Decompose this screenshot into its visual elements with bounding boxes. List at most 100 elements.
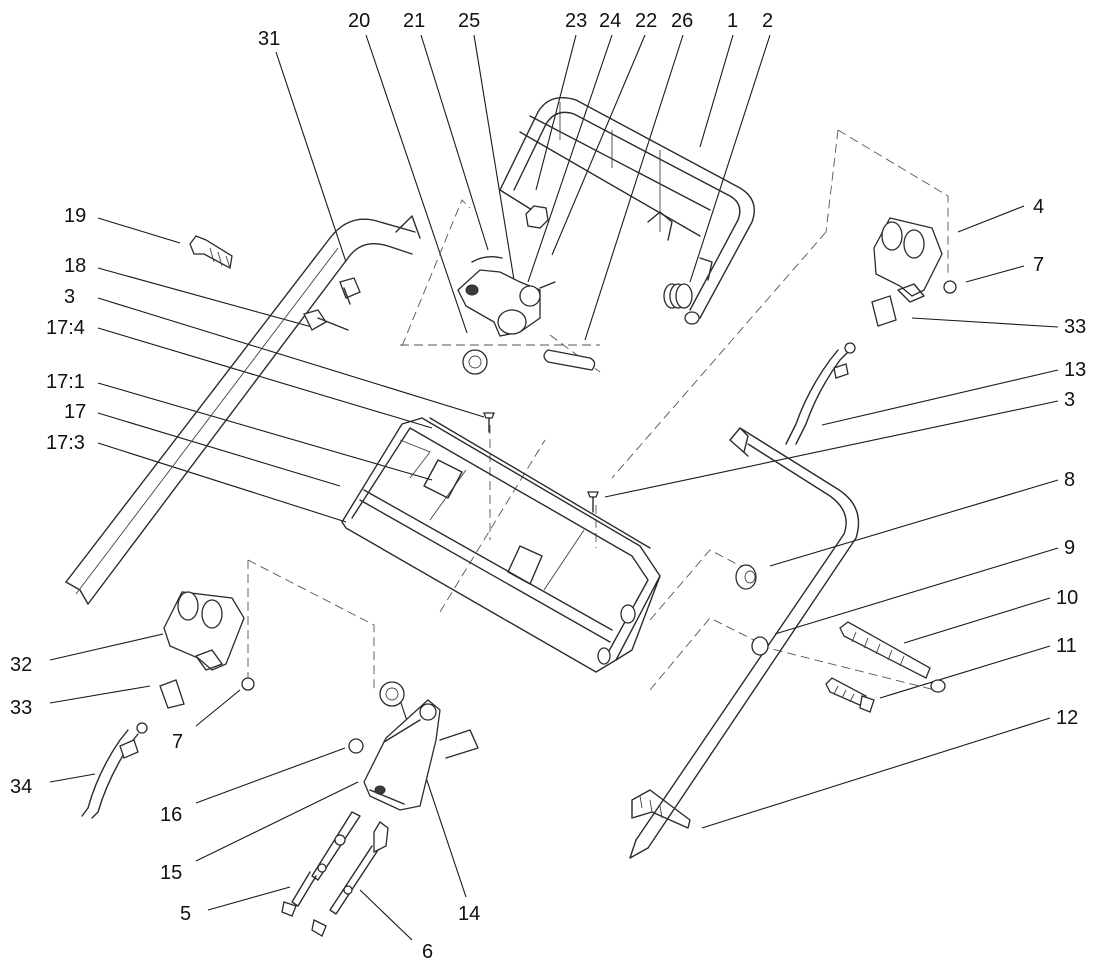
leader-7 [965, 265, 1025, 283]
callout-20: 20 [348, 10, 370, 32]
callout-13: 13 [1064, 359, 1086, 381]
nut-part-23 [525, 205, 549, 229]
leader-25 [473, 34, 515, 281]
leader-6 [359, 889, 413, 941]
leader-4 [957, 205, 1025, 233]
leader-19 [97, 217, 181, 244]
cable-bracket-part-32 [163, 591, 245, 671]
bolt-part-11 [825, 677, 875, 713]
callout-15: 15 [160, 862, 182, 884]
leader-32 [49, 633, 164, 661]
leader-17-4 [97, 327, 433, 429]
callout-7-left: 7 [172, 731, 183, 753]
callout-17: 17 [64, 401, 86, 423]
leader-3 [97, 297, 485, 418]
leader-20 [365, 34, 468, 334]
callout-5: 5 [180, 903, 191, 925]
assembly-line-a [825, 129, 839, 233]
nut-part-7-left [241, 677, 255, 691]
callout-17-1: 17:1 [46, 371, 85, 393]
leader-22 [551, 34, 646, 256]
leader-7-left [195, 689, 241, 727]
leader-2 [689, 34, 771, 283]
callout-26: 26 [671, 10, 693, 32]
leader-1 [699, 34, 734, 148]
rod-part-5 [281, 811, 361, 917]
lower-bracket-part-15 [363, 699, 479, 811]
bolt-part-19 [189, 235, 233, 270]
callout-18: 18 [64, 255, 86, 277]
callout-25: 25 [458, 10, 480, 32]
leader-12 [701, 717, 1051, 829]
left-rod [65, 215, 421, 605]
leader-17 [97, 412, 341, 487]
rod-part-6 [311, 821, 389, 937]
bushing-part-14 [379, 681, 405, 707]
callout-21: 21 [403, 10, 425, 32]
leader-16 [195, 747, 346, 804]
callout-31: 31 [258, 28, 280, 50]
bolt-part-10 [839, 621, 946, 693]
callout-10: 10 [1056, 587, 1078, 609]
washer-part-20 [462, 349, 488, 375]
assembly-line-l [401, 199, 471, 347]
spacer-part-8 [735, 564, 757, 590]
leader-33 [911, 317, 1059, 328]
callout-34: 34 [10, 776, 32, 798]
leader-24 [527, 34, 613, 283]
assembly-line-b [611, 231, 827, 479]
assembly-line-h [649, 617, 759, 691]
callout-6: 6 [422, 941, 433, 963]
cable-part-13 [785, 342, 856, 445]
leader-26 [584, 34, 684, 341]
pivot-assembly [457, 255, 556, 337]
cable-part-34 [81, 722, 148, 819]
clip-part-33 [871, 295, 897, 327]
nut-part-16 [348, 738, 364, 754]
callout-17-4: 17:4 [46, 317, 85, 339]
leader-8 [769, 479, 1059, 567]
assembly-line-m [439, 439, 546, 613]
leader-10 [903, 597, 1051, 644]
leader-13 [821, 369, 1059, 426]
callout-33: 33 [1064, 316, 1086, 338]
assembly-line-e [247, 559, 375, 690]
callout-7: 7 [1033, 254, 1044, 276]
cable-bracket-part-4 [873, 217, 943, 303]
callout-3-right: 3 [1064, 389, 1075, 411]
right-tube [629, 427, 860, 859]
leader-17-3 [97, 442, 347, 523]
leader-5 [207, 886, 291, 911]
leader-lines [49, 34, 1059, 941]
assembly-line-right-bracket [837, 129, 949, 275]
leader-15 [195, 781, 359, 862]
callout-22: 22 [635, 10, 657, 32]
leader-17-1 [97, 382, 433, 481]
leader-3-right [604, 400, 1059, 498]
screws-part-3 [483, 412, 599, 513]
callout-24: 24 [599, 10, 621, 32]
callout-12: 12 [1056, 707, 1078, 729]
callout-33-left: 33 [10, 697, 32, 719]
callout-32: 32 [10, 654, 32, 676]
leader-18 [97, 267, 313, 328]
pin-part-26 [543, 349, 596, 371]
assembly-line-g [649, 549, 753, 621]
callout-8: 8 [1064, 469, 1075, 491]
clip-part-33-left [159, 679, 185, 709]
bracket-part-12 [631, 789, 691, 829]
leader-11 [879, 645, 1051, 699]
callout-14: 14 [458, 903, 480, 925]
callout-16: 16 [160, 804, 182, 826]
bolt-part-18 [303, 309, 349, 331]
center-bracket-part-17 [341, 417, 661, 673]
callout-23: 23 [565, 10, 587, 32]
spacer-part-9 [751, 636, 769, 656]
callout-1: 1 [727, 10, 738, 32]
assembly-line-i [759, 645, 936, 691]
callout-17-3: 17:3 [46, 432, 85, 454]
callout-9: 9 [1064, 537, 1075, 559]
callout-19: 19 [64, 205, 86, 227]
screw-part-31 [339, 277, 361, 305]
leader-9 [774, 547, 1059, 635]
